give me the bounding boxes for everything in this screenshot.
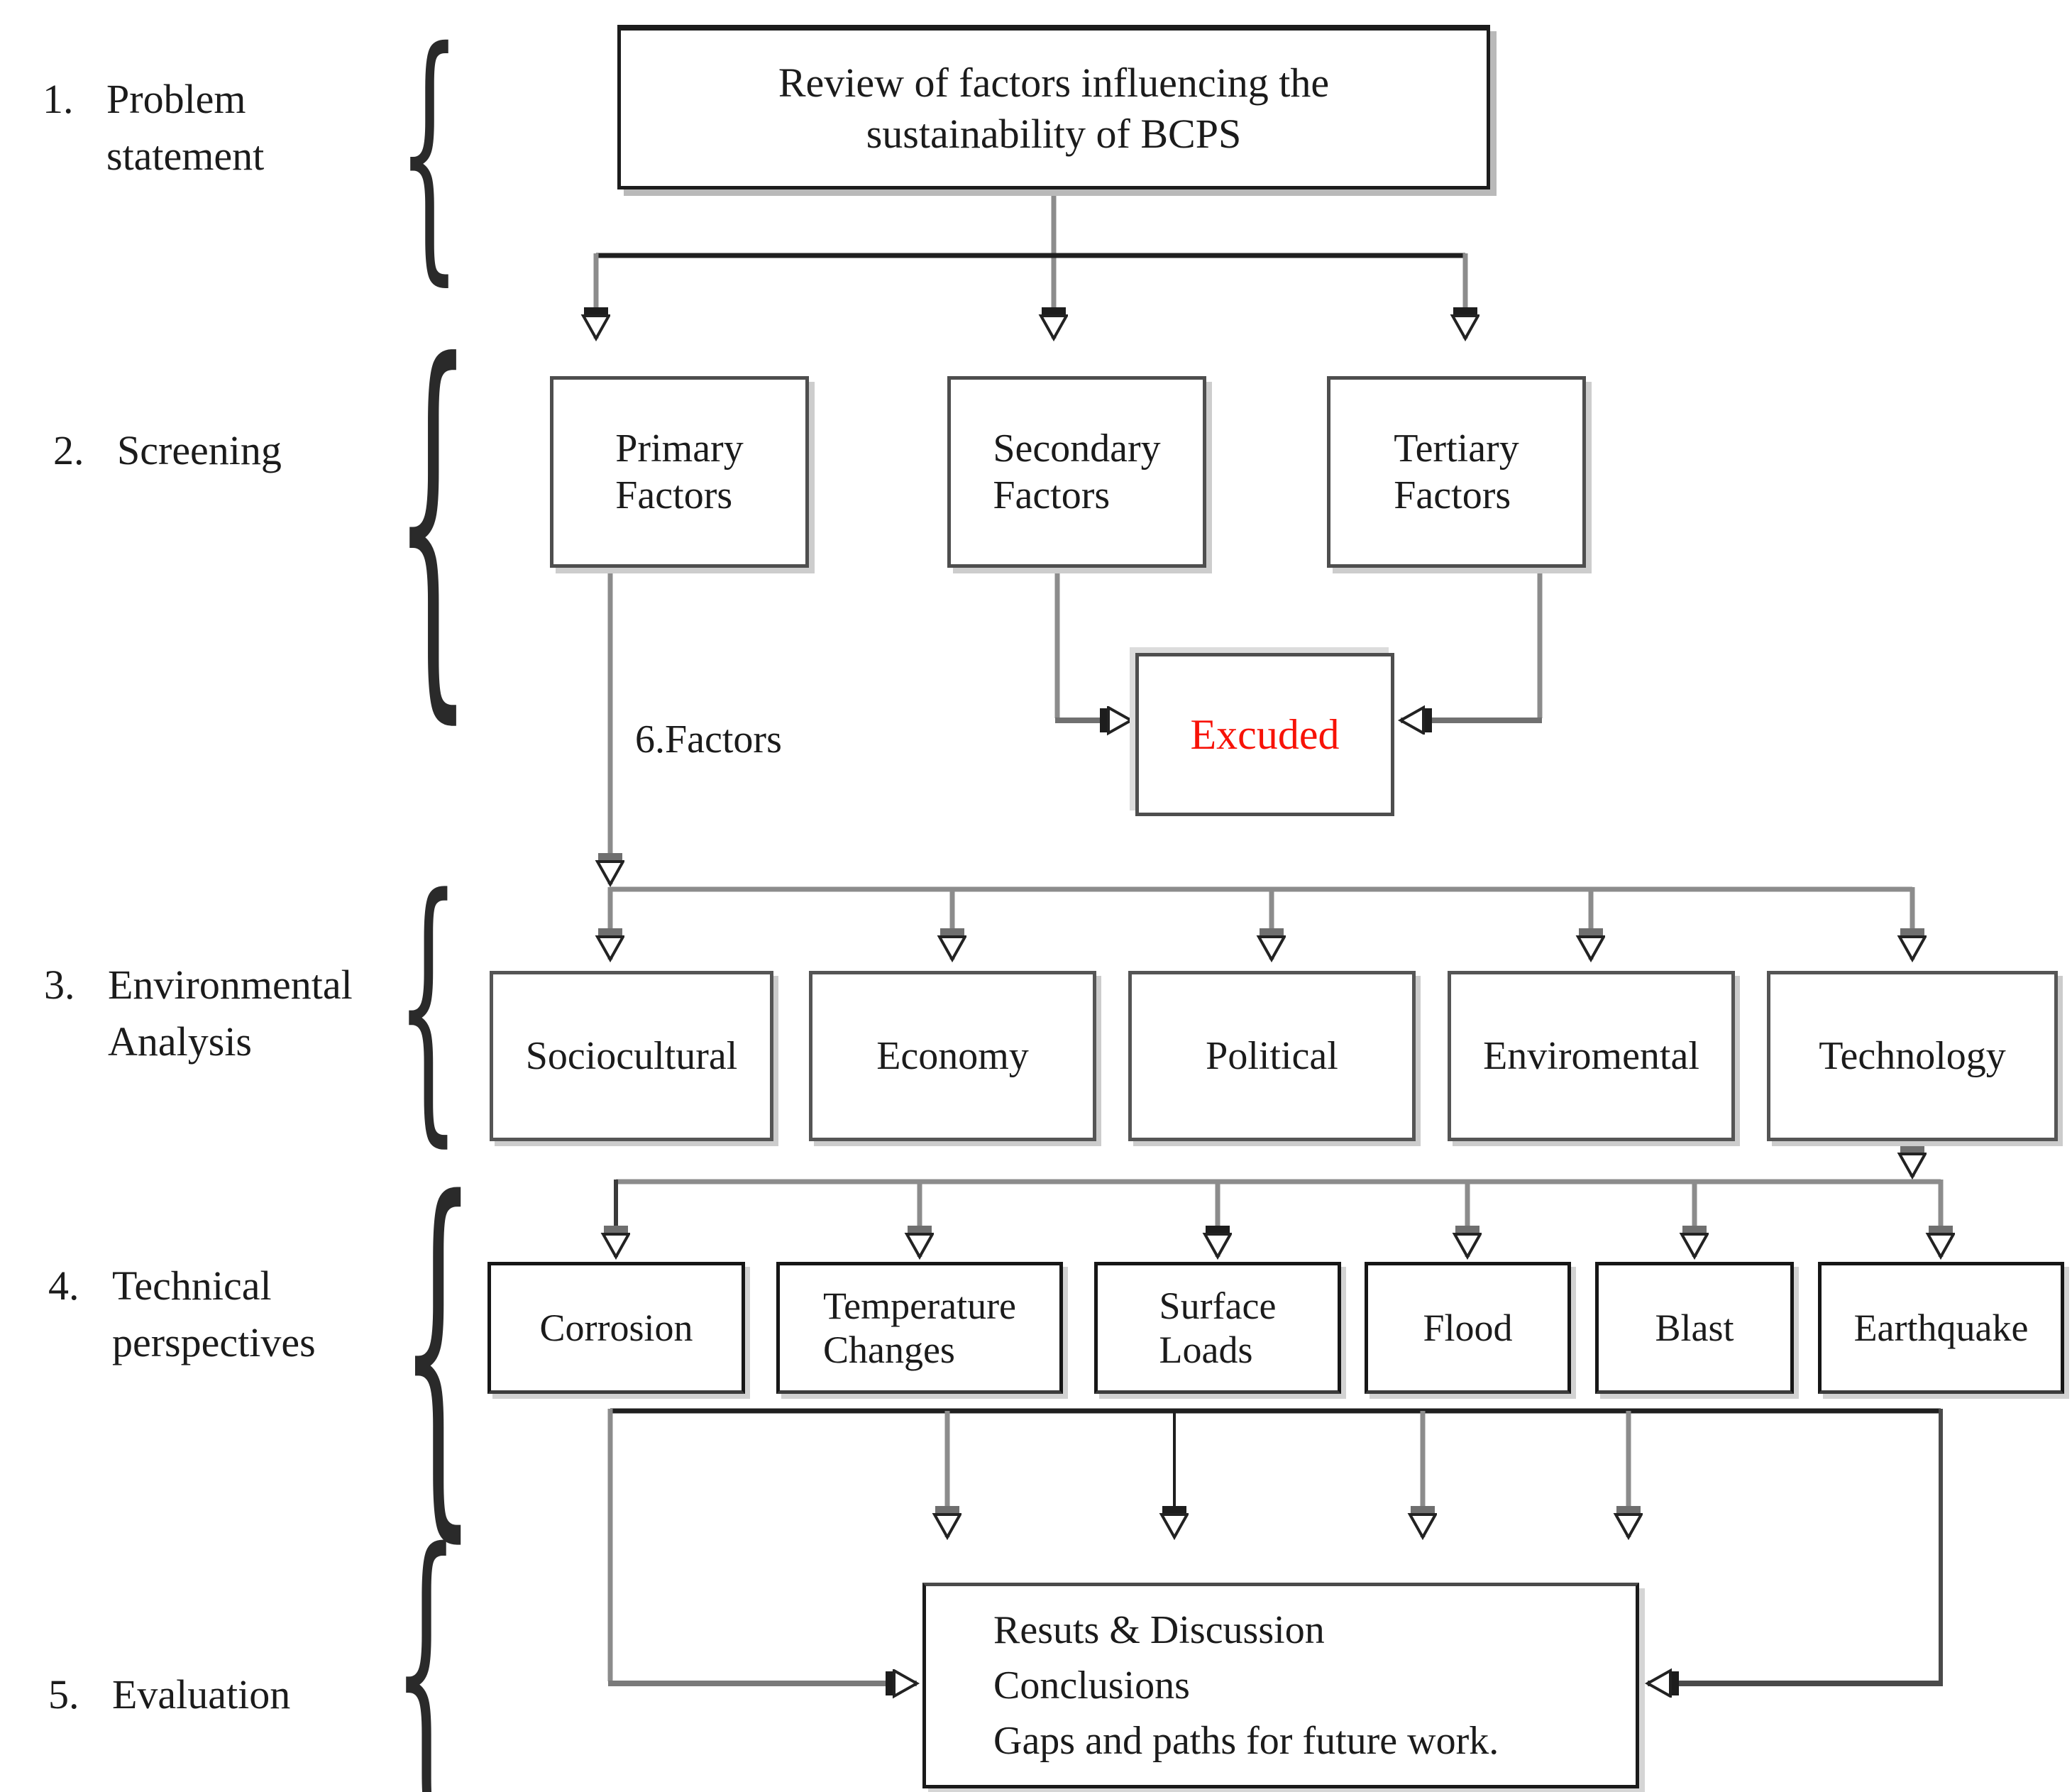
connector-tertiary-to-excluded	[1401, 571, 1543, 720]
box-results-discussion: Resuts & Discussion Conclusions Gaps and…	[922, 1583, 1639, 1788]
box-secondary-factors: Secondary Factors	[947, 376, 1206, 568]
box-enviromental: Enviromental	[1448, 971, 1735, 1141]
stage-text: Screening	[117, 427, 282, 473]
box-blast: Blast	[1595, 1262, 1794, 1394]
connector-problem-to-screening	[596, 190, 1465, 339]
label-six-factors: 6.Factors	[635, 718, 782, 762]
box-excluded: Excuded	[1135, 653, 1394, 816]
box-flood: Flood	[1365, 1262, 1571, 1394]
box-surface-loads: Surface Loads	[1094, 1262, 1341, 1394]
box-political: Political	[1128, 971, 1416, 1141]
box-earthquake: Earthquake	[1818, 1262, 2064, 1394]
stage-text: Problem statement	[106, 76, 265, 179]
results-line: Resuts & Discussion	[993, 1608, 1325, 1652]
stage-label-problem-statement: 1. Problem statement	[43, 71, 383, 185]
connector-secondary-to-excluded	[1054, 571, 1131, 720]
brace-evaluation: {	[392, 1486, 459, 1792]
box-technology: Technology	[1767, 971, 2058, 1141]
stage-label-screening: 2. Screening	[53, 422, 394, 479]
stage-label-evaluation: 5. Evaluation	[48, 1666, 389, 1723]
connector-environment-distribution	[610, 886, 1912, 960]
connector-technical-to-evaluation	[607, 1408, 1943, 1683]
box-primary-factors: Primary Factors	[550, 376, 809, 568]
box-temperature-changes: Temperature Changes	[776, 1262, 1063, 1394]
stage-number: 5.	[48, 1671, 79, 1717]
box-corrosion: Corrosion	[487, 1262, 745, 1394]
stage-text: Environmental Analysis	[108, 962, 353, 1065]
stage-number: 2.	[53, 427, 84, 473]
stage-label-environmental-analysis: 3. Environmental Analysis	[44, 957, 413, 1070]
box-economy: Economy	[809, 971, 1096, 1141]
stage-number: 4.	[48, 1263, 79, 1309]
stage-text: Technical perspectives	[112, 1263, 316, 1365]
brace-screening: {	[394, 280, 472, 756]
stage-number: 3.	[44, 962, 75, 1008]
box-tertiary-factors: Tertiary Factors	[1327, 376, 1586, 568]
stage-number: 1.	[43, 76, 74, 122]
results-line: Conclusions	[993, 1664, 1190, 1708]
connector-technical-distribution	[616, 1179, 1941, 1257]
stage-label-technical-perspectives: 4. Technical perspectives	[48, 1258, 417, 1371]
brace-problem-statement: {	[397, 0, 461, 308]
results-line: Gaps and paths for future work.	[993, 1719, 1499, 1763]
box-sociocultural: Sociocultural	[490, 971, 773, 1141]
box-review-of-factors: Review of factors influencing the sustai…	[617, 25, 1490, 189]
stage-text: Evaluation	[112, 1671, 291, 1717]
